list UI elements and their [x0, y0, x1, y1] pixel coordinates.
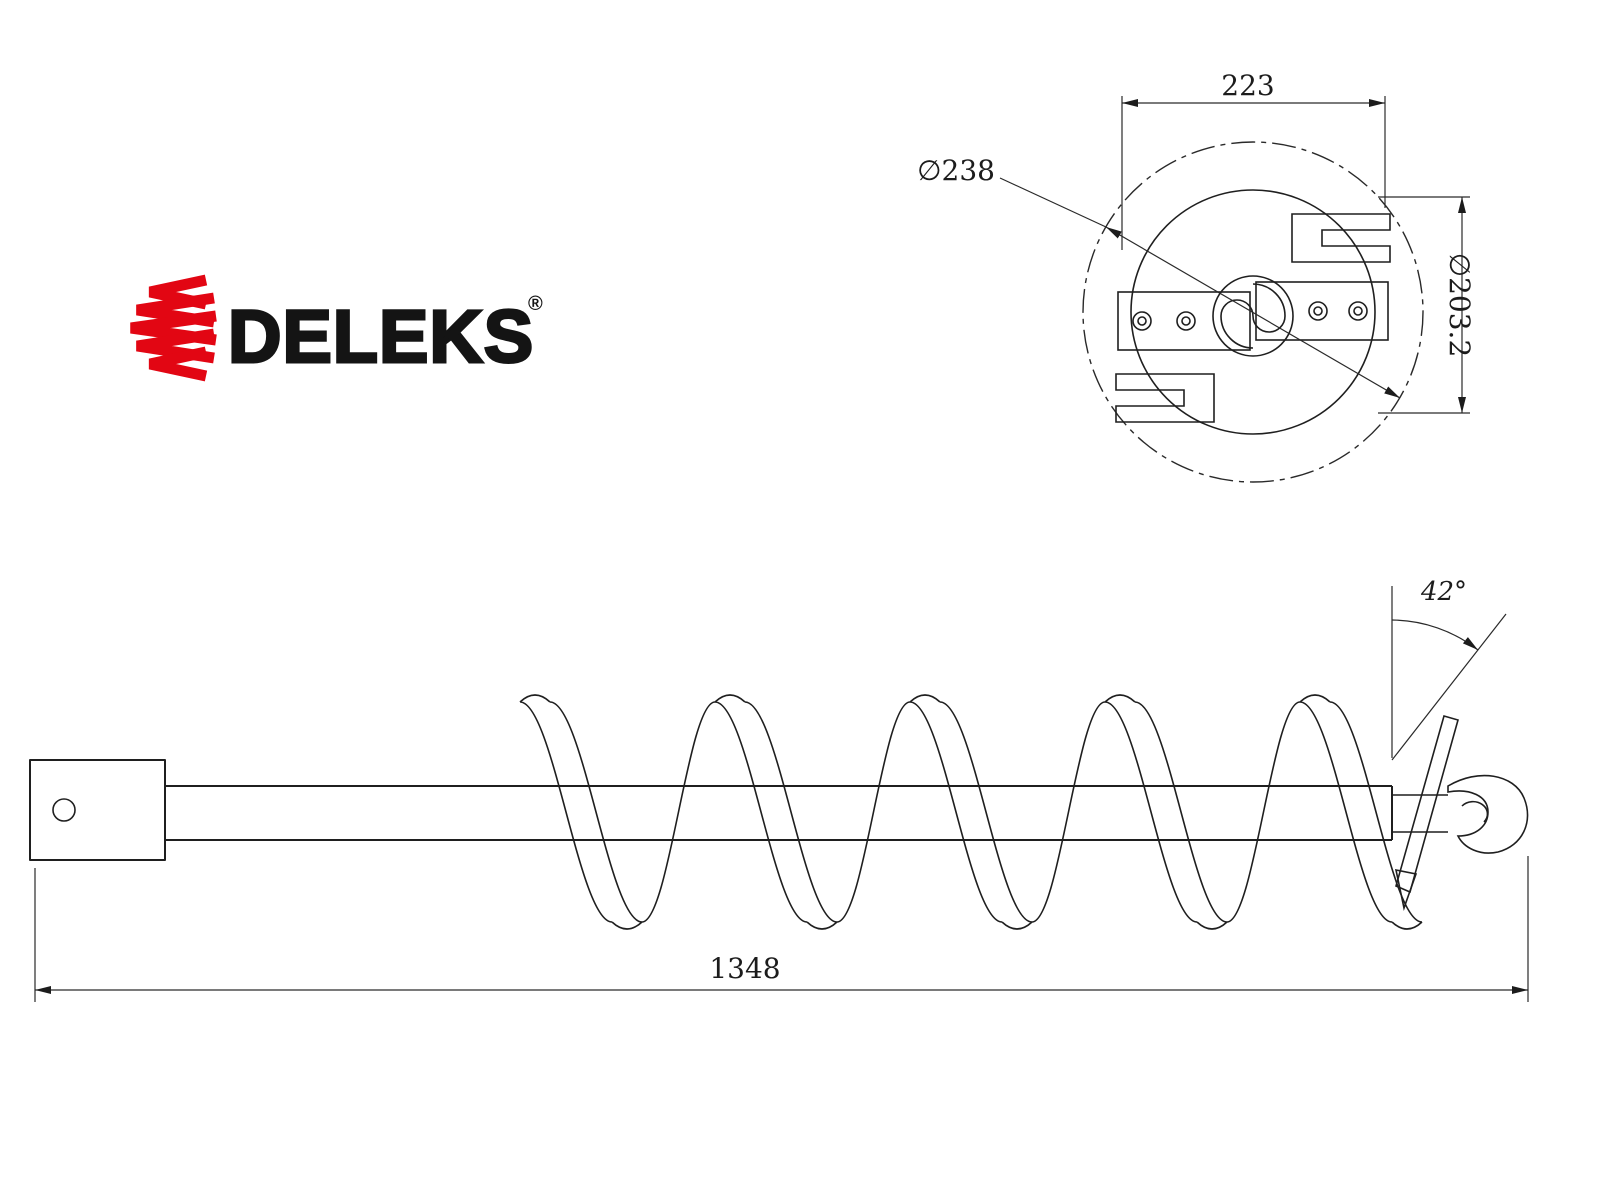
bolt-icon	[1137, 316, 1147, 326]
top-view: 223 ∅238 ∅203.2	[917, 69, 1476, 483]
dim-label-sweep-diameter: ∅238	[917, 154, 995, 187]
pilot-hook	[1447, 774, 1529, 854]
dim-top-width: 223	[1121, 69, 1386, 250]
diameter-line	[1105, 226, 1401, 399]
swirl-lobe	[1252, 283, 1286, 333]
drive-plate	[29, 759, 166, 861]
dim-label-top-width: 223	[1221, 69, 1274, 102]
dim-pilot-angle: 42°	[1391, 577, 1507, 761]
left-blade-bracket	[1115, 373, 1215, 423]
tip-stem	[1392, 794, 1448, 833]
brand-logo: DELEKS ®	[130, 274, 543, 382]
side-view: 42° 1348	[29, 577, 1529, 1002]
bolt-icon	[1313, 306, 1323, 316]
brand-name: DELEKS	[228, 295, 534, 378]
angle-reference-line	[1391, 613, 1507, 761]
pilot-tip-assembly	[1392, 715, 1529, 911]
dim-blade-diameter: ∅203.2	[1378, 196, 1476, 414]
auger-shaft	[165, 785, 1393, 841]
registered-trademark-icon: ®	[528, 293, 543, 315]
auger-spiral-icon	[130, 274, 217, 382]
dim-label-pilot-angle: 42°	[1420, 577, 1467, 607]
bolt-icon	[1181, 316, 1191, 326]
blade-spike	[1394, 868, 1418, 911]
auger-flight	[519, 694, 1423, 930]
center-hub-swirl	[1212, 275, 1294, 357]
bolt-icon	[1176, 311, 1196, 331]
pilot-hook-curl	[1461, 800, 1489, 823]
angle-arc	[1391, 619, 1479, 651]
dim-overall-length: 1348	[34, 856, 1529, 1002]
leader-line	[999, 177, 1107, 228]
dim-label-blade-diameter: ∅203.2	[1443, 253, 1476, 358]
pin-hole	[52, 798, 76, 822]
swirl-lobe	[1220, 299, 1254, 349]
bolt-icon	[1132, 311, 1152, 331]
dim-label-overall-length: 1348	[709, 952, 780, 985]
right-blade-bracket	[1291, 213, 1391, 263]
sweep-circle	[1082, 141, 1424, 483]
bolt-icon	[1348, 301, 1368, 321]
logo-chevron-5	[148, 346, 208, 382]
bolt-icon	[1308, 301, 1328, 321]
dim-sweep-diameter: ∅238	[917, 154, 1401, 399]
bolt-icon	[1353, 306, 1363, 316]
